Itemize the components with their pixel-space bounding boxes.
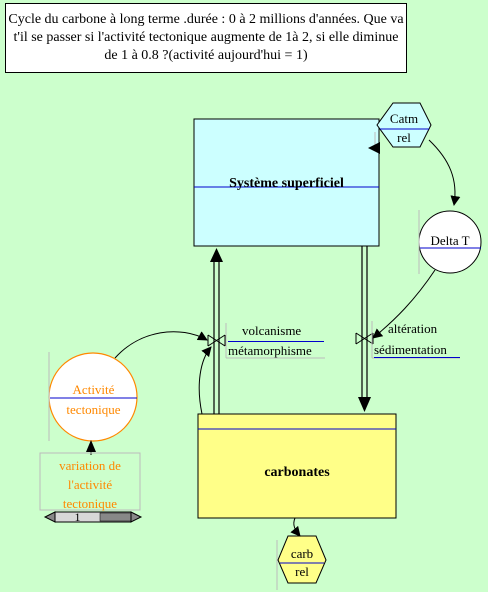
link-carbonates-volcanisme [198, 346, 212, 415]
flow-alteration-label: altération [388, 321, 438, 336]
slider-thumb[interactable] [99, 512, 132, 522]
question-box: Cycle du carbone à long terme .durée : 0… [5, 3, 407, 73]
flow-volcanisme-label: volcanisme [242, 323, 302, 338]
converter-catm[interactable] [376, 102, 432, 148]
stock-carbonates[interactable] [197, 413, 397, 519]
flow-alteration-valve[interactable] [355, 332, 374, 345]
converter-catm-value: rel [397, 130, 411, 145]
volcanisme-underline [228, 341, 324, 342]
auxiliary-activite-label-1: Activité [72, 382, 115, 397]
link-catm-systeme-arrowhead [368, 142, 380, 154]
auxiliary-delta-t-label: Delta T [430, 233, 470, 248]
link-catm-delta-t [428, 139, 461, 206]
stock-systeme-superficiel[interactable] [193, 118, 380, 247]
link-variation-activite-arrowhead [86, 440, 96, 452]
stock-carbonates-label: carbonates [264, 465, 330, 480]
converter-catm-label: Catm [389, 111, 419, 126]
flow-metamorphisme-label: métamorphisme [228, 343, 312, 358]
converter-carb-value: rel [295, 564, 309, 579]
converter-carb-label: carb [290, 546, 314, 561]
variation-label: variation de l'activité tectonique [40, 456, 140, 513]
variation-label-line-2: l'activité [67, 477, 113, 492]
variation-label-line-3: tectonique [62, 496, 118, 511]
link-carbonates-carb [290, 517, 301, 537]
stock-systeme-superficiel-label: Système superficiel [229, 176, 344, 191]
auxiliary-activite-label-2: tectonique [66, 402, 121, 417]
flow-volcanisme-valve[interactable] [207, 334, 226, 347]
slider-left-arrow-icon[interactable] [43, 511, 56, 523]
sedimentation-underline [374, 357, 460, 358]
link-activite-volcanisme [114, 331, 208, 359]
variation-label-line-1: variation de [59, 458, 121, 473]
flow-sedimentation-label: sédimentation [374, 342, 447, 357]
flow-volcanisme-arrowhead [210, 248, 223, 262]
slider-value: 1 [74, 510, 81, 524]
question-text: Cycle du carbone à long terme .durée : 0… [8, 12, 404, 63]
link-delta-t-alteration [372, 269, 436, 339]
variation-guide-box [39, 452, 141, 511]
slider-right-arrow-icon[interactable] [130, 511, 143, 523]
converter-carb-rel[interactable] [277, 535, 327, 584]
flow-alteration-arrowhead [358, 397, 371, 412]
